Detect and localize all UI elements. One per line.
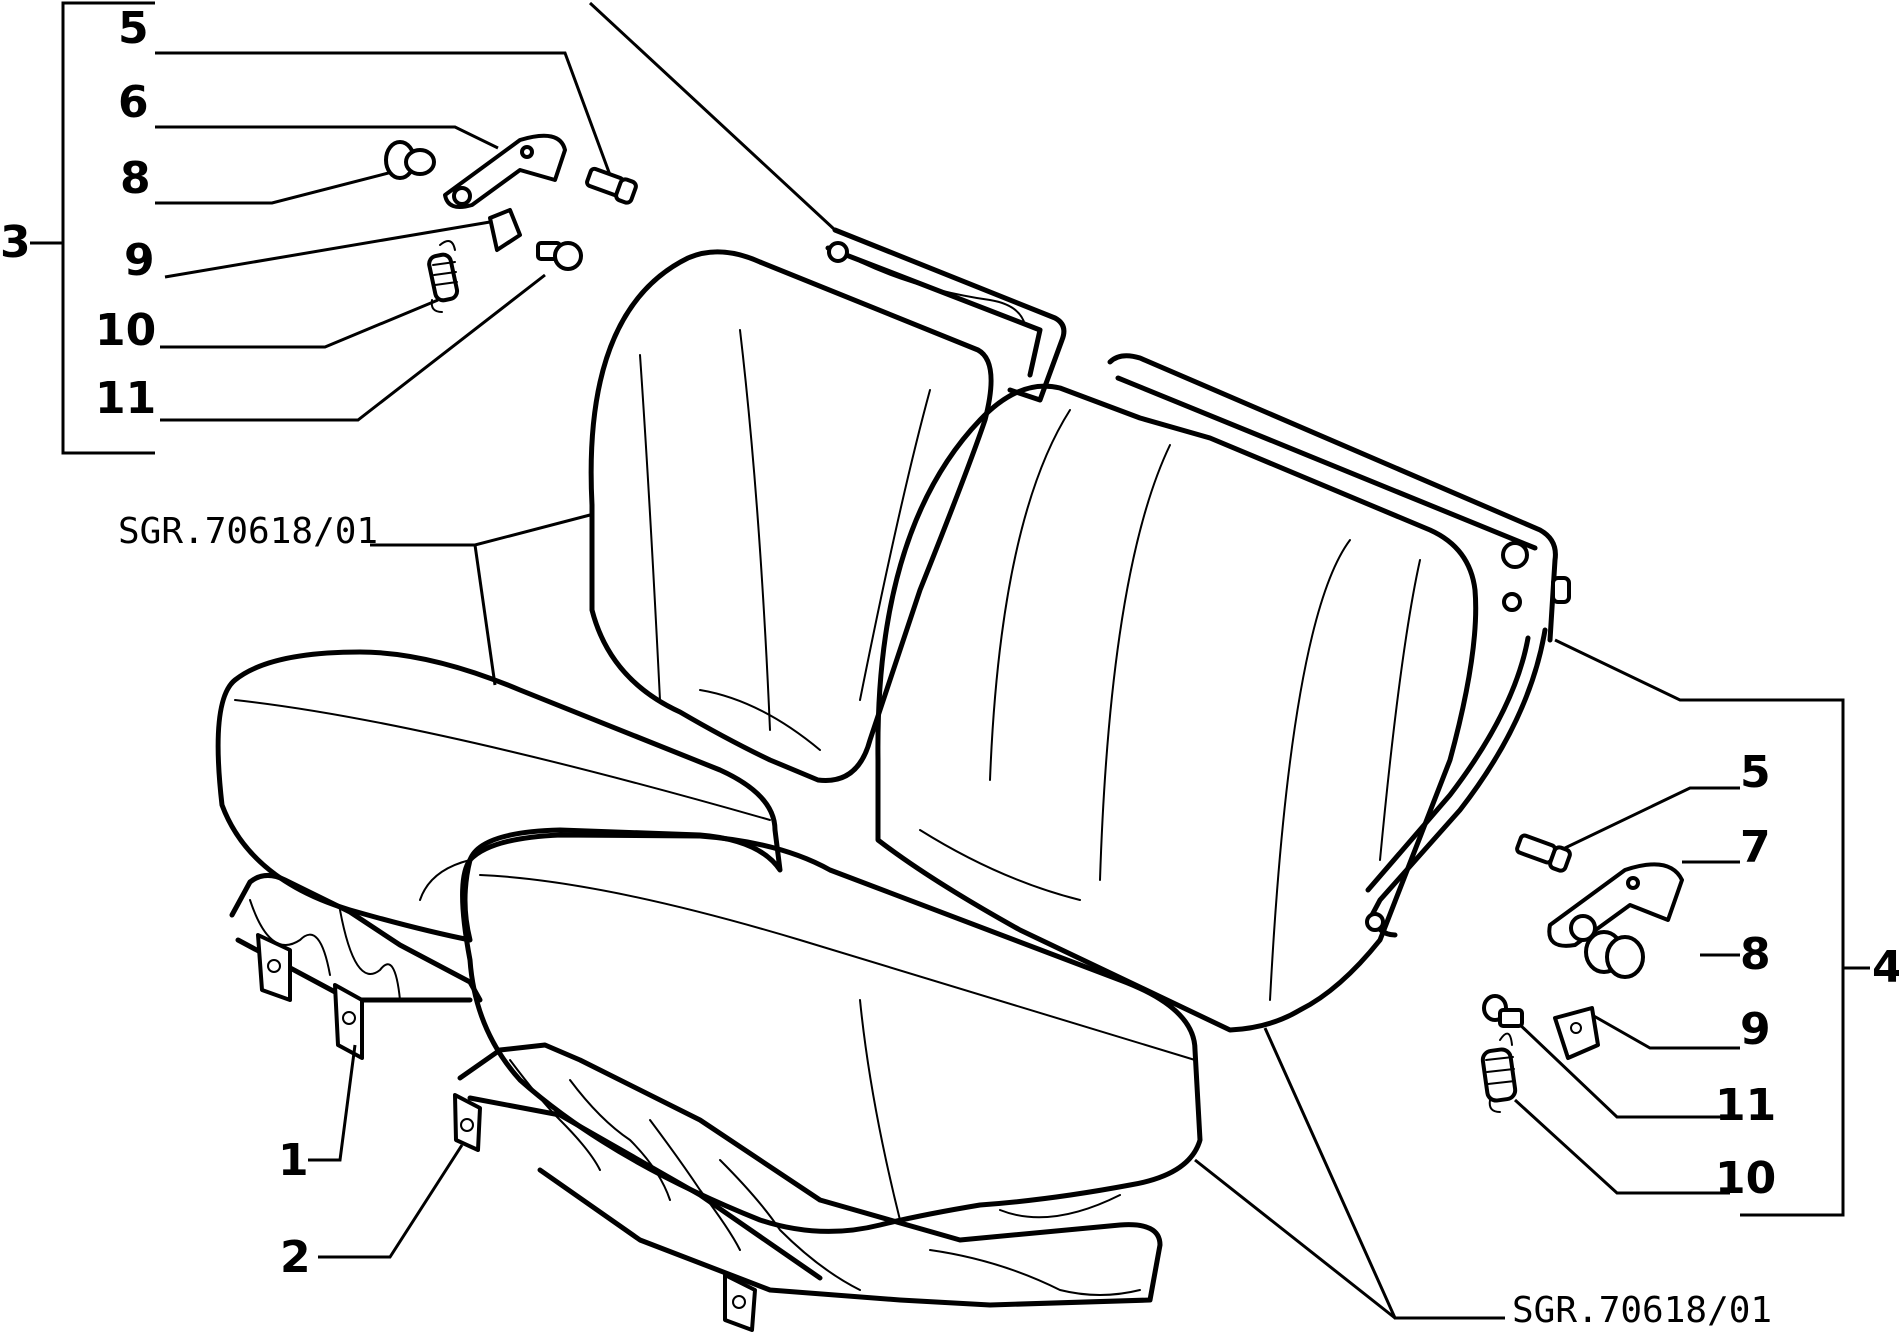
ref-label-backrest-right: SGR.70618/01 xyxy=(1512,1290,1772,1331)
leader-ref-right-b xyxy=(1194,1158,1396,1320)
right-seat-frame xyxy=(453,1042,1163,1332)
callout-left-10: 10 xyxy=(95,305,156,356)
right-backrest-frame xyxy=(1107,353,1571,938)
group-4-bracket xyxy=(1740,698,1870,1217)
left-bracket-6 xyxy=(443,133,567,209)
leader-group3-frame xyxy=(588,1,837,232)
callout-right-8: 8 xyxy=(1740,929,1771,980)
ref-label-backrest-left: SGR.70618/01 xyxy=(118,511,378,552)
right-pin-11 xyxy=(1482,994,1524,1028)
leader-ref-right-a xyxy=(1263,1027,1505,1320)
callout-2: 2 xyxy=(280,1232,311,1283)
right-bracket-7 xyxy=(1547,862,1684,948)
right-kit-leaders xyxy=(1513,786,1740,1195)
right-bolt-5 xyxy=(1515,833,1572,873)
leader-ref-left-a xyxy=(370,513,591,547)
right-seat-cushion xyxy=(460,832,1203,1234)
right-backrest-cushion xyxy=(875,383,1479,1033)
callout-left-8: 8 xyxy=(120,153,151,204)
callout-right-7: 7 xyxy=(1740,822,1771,873)
left-seat-cushion xyxy=(215,649,783,943)
left-clip-9 xyxy=(488,208,522,252)
group-3-bracket xyxy=(30,1,155,455)
left-kit-leaders xyxy=(155,51,612,422)
left-pin-11 xyxy=(536,241,583,271)
left-seat-frame xyxy=(229,873,483,1060)
callout-right-10: 10 xyxy=(1715,1153,1776,1204)
right-bushing-8 xyxy=(1584,930,1645,979)
callout-1: 1 xyxy=(278,1135,309,1186)
callout-left-6: 6 xyxy=(118,77,149,128)
callout-left-11: 11 xyxy=(95,373,156,424)
left-spring-10 xyxy=(427,240,460,313)
left-backrest-frame xyxy=(825,227,1067,403)
leader-frame-2 xyxy=(318,1144,464,1259)
callout-right-5: 5 xyxy=(1740,747,1771,798)
callout-4: 4 xyxy=(1872,942,1899,993)
callout-left-5: 5 xyxy=(118,3,149,54)
leader-group4-frame xyxy=(1554,638,1740,702)
leader-ref-left-b xyxy=(473,544,497,686)
left-bolt-5 xyxy=(585,166,638,205)
callout-left-9: 9 xyxy=(124,235,155,286)
left-bushing-8 xyxy=(384,140,436,180)
right-spring-10 xyxy=(1480,1032,1518,1113)
right-clip-9 xyxy=(1553,1006,1600,1060)
callout-right-11: 11 xyxy=(1715,1080,1776,1131)
leader-frame-1 xyxy=(308,1044,357,1162)
callout-3: 3 xyxy=(0,217,31,268)
callout-right-9: 9 xyxy=(1740,1004,1771,1055)
left-backrest-cushion xyxy=(588,249,994,783)
